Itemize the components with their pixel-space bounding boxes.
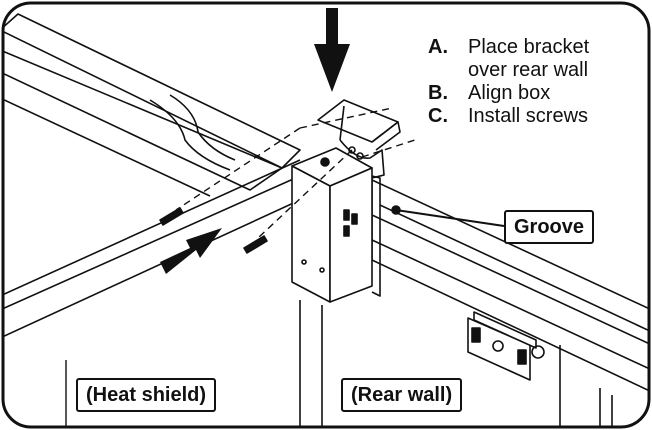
instruction-c-line1: Install screws xyxy=(468,105,589,127)
instruction-a-line2: over rear wall xyxy=(468,59,589,81)
groove-leader-line xyxy=(395,209,505,227)
instruction-a-letter: A. xyxy=(428,36,448,58)
junction-box xyxy=(291,147,381,303)
upper-rail xyxy=(3,13,301,197)
arrows xyxy=(160,8,350,274)
instruction-b: B. Align box xyxy=(428,82,638,105)
groove-callout: Groove xyxy=(504,210,595,244)
instruction-a: A. Place bracket over rear wall xyxy=(428,36,638,82)
instruction-a-line1: Place bracket xyxy=(468,36,590,58)
instruction-c: C. Install screws xyxy=(428,105,638,128)
rear-wall-callout: (Rear wall) xyxy=(341,378,463,412)
latch-plate xyxy=(467,311,545,381)
alignment-lines xyxy=(175,107,416,239)
instruction-list: A. Place bracket over rear wall B. Align… xyxy=(428,36,638,128)
groove-marker xyxy=(391,205,401,215)
screws xyxy=(159,207,268,254)
instruction-c-letter: C. xyxy=(428,105,448,127)
instruction-b-line1: Align box xyxy=(468,82,551,104)
heat-shield-callout: (Heat shield) xyxy=(76,378,217,412)
down-arrow xyxy=(314,8,350,92)
instruction-b-letter: B. xyxy=(428,82,448,104)
diagonal-arrow xyxy=(160,228,222,274)
